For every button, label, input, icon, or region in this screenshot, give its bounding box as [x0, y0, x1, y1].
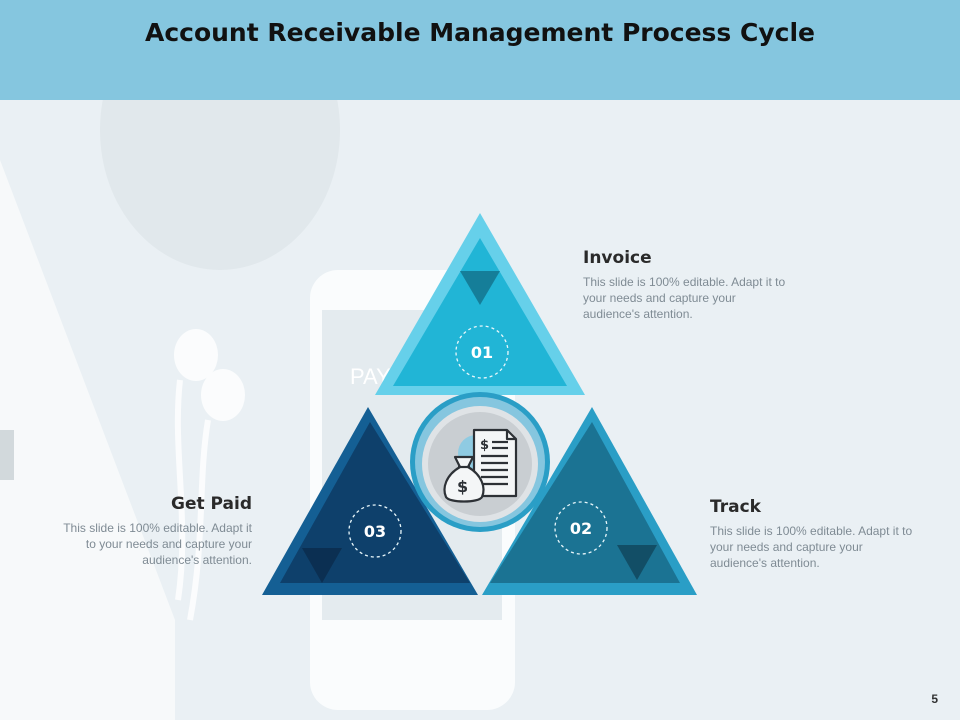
step-03-badge-ring — [348, 504, 402, 558]
segment-get-paid — [280, 422, 470, 583]
step-02-badge-ring — [554, 501, 608, 555]
step-invoice-block: Invoice This slide is 100% editable. Ada… — [583, 248, 793, 322]
step-02-number: 02 — [570, 519, 592, 538]
header-bar: Account Receivable Management Process Cy… — [0, 0, 960, 100]
money-bag-invoice-icon: $ $ — [443, 428, 518, 503]
step-get-paid-heading: Get Paid — [171, 494, 252, 514]
step-track-block: Track This slide is 100% editable. Adapt… — [710, 497, 920, 571]
step-invoice-description: This slide is 100% editable. Adapt it to… — [583, 275, 786, 321]
step-invoice-heading: Invoice — [583, 248, 652, 268]
step-get-paid-description: This slide is 100% editable. Adapt it to… — [63, 521, 252, 567]
segment-invoice — [393, 238, 567, 386]
step-track-heading: Track — [710, 497, 761, 517]
notch-top-marker — [460, 271, 500, 305]
step-get-paid-block: Get Paid This slide is 100% editable. Ad… — [50, 494, 252, 568]
notch-left-marker — [302, 548, 342, 583]
slide-title: Account Receivable Management Process Cy… — [144, 18, 816, 47]
step-track-description: This slide is 100% editable. Adapt it to… — [710, 524, 913, 570]
notch-right-marker — [617, 545, 657, 580]
page-number: 5 — [931, 692, 938, 706]
step-01-number: 01 — [471, 343, 493, 362]
segment-track — [490, 422, 680, 583]
step-01-badge-ring — [455, 325, 509, 379]
step-03-number: 03 — [364, 522, 386, 541]
svg-text:$: $ — [480, 438, 489, 453]
svg-text:$: $ — [457, 477, 468, 496]
